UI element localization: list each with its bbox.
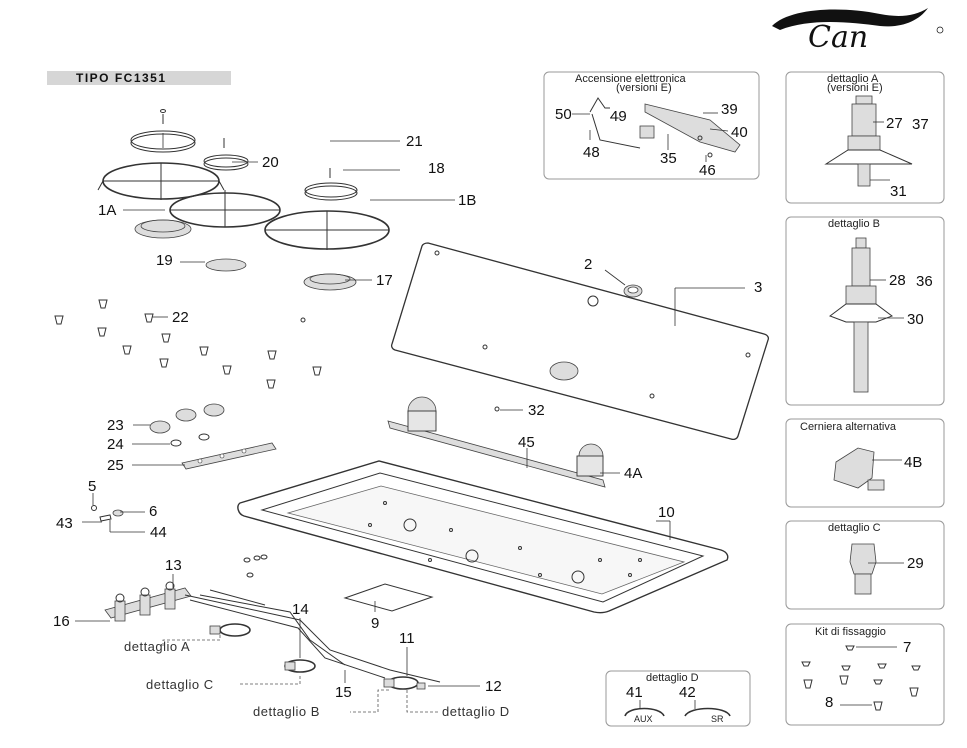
label-22: 22	[172, 309, 189, 326]
label-1B: 1B	[458, 192, 476, 209]
label-14: 14	[292, 601, 309, 618]
detail-c-title: dettaglio C	[828, 522, 881, 534]
ignition-label-49: 49	[610, 108, 627, 125]
label-15: 15	[335, 684, 352, 701]
label-9: 9	[371, 615, 379, 632]
label-10: 10	[658, 504, 675, 521]
detail-a-title-1: dettaglio A	[827, 73, 879, 85]
hinge-alt-box: Cerniera alternativa 4B	[785, 418, 945, 508]
label-23: 23	[107, 417, 124, 434]
ignition-label-48: 48	[583, 144, 600, 161]
label-43: 43	[56, 515, 73, 532]
label-sheet-drawing	[343, 583, 434, 612]
label-44: 44	[150, 524, 167, 541]
detail-a-label-27: 27	[886, 115, 903, 132]
ignition-detail-box: Accensione elettronica (versioni E) 50 4…	[543, 71, 760, 180]
label-20: 20	[262, 154, 279, 171]
burner-assembly-drawing	[97, 109, 390, 291]
detail-link-labels: dettaglio A dettaglio C dettaglio B dett…	[124, 639, 510, 719]
ignition-label-46: 46	[699, 162, 716, 179]
valves-pipes-drawing	[104, 554, 441, 690]
label-5: 5	[88, 478, 96, 495]
label-32: 32	[528, 402, 545, 419]
label-24: 24	[107, 436, 124, 453]
ignition-label-39: 39	[721, 101, 738, 118]
detail-d-label-41: 41	[626, 684, 643, 701]
detail-a-title-2: (versioni E)	[827, 82, 883, 94]
brand-logo-text: Can	[808, 20, 868, 55]
detail-d-label-42: 42	[679, 684, 696, 701]
label-3: 3	[754, 279, 762, 296]
ignition-title-1: Accensione elettronica	[575, 73, 687, 85]
knobs-drawing	[91, 403, 277, 522]
detail-link-d: dettaglio D	[442, 704, 510, 719]
label-1A: 1A	[98, 202, 116, 219]
fixing-kit-label-7: 7	[903, 639, 911, 656]
detail-d-sub-aux: AUX	[634, 714, 653, 724]
detail-c-label-29: 29	[907, 555, 924, 572]
glass-lid-drawing	[390, 242, 770, 441]
label-11: 11	[399, 630, 415, 647]
label-12: 12	[485, 678, 502, 695]
label-2: 2	[584, 256, 592, 273]
nozzles-drawing	[54, 299, 322, 389]
brand-logo: Can	[772, 8, 944, 55]
label-21: 21	[406, 133, 423, 150]
hinge-bar-drawing	[387, 396, 606, 488]
ignition-title-2: (versioni E)	[616, 82, 672, 94]
detail-a-label-31: 31	[890, 183, 907, 200]
ignition-label-35: 35	[660, 150, 677, 167]
label-25: 25	[107, 457, 124, 474]
fixing-kit-box: Kit di fissaggio 7 8	[785, 623, 945, 726]
detail-a-label-37: 37	[912, 116, 929, 133]
label-13: 13	[165, 557, 182, 574]
detail-c-box: dettaglio C 29	[785, 520, 945, 610]
label-19: 19	[156, 252, 173, 269]
detail-link-a: dettaglio A	[124, 639, 190, 654]
label-4A: 4A	[624, 465, 642, 482]
detail-d-title: dettaglio D	[646, 672, 699, 684]
label-17: 17	[376, 272, 393, 289]
label-18: 18	[428, 160, 445, 177]
model-title-text: TIPO FC1351	[76, 71, 167, 85]
label-45: 45	[518, 434, 535, 451]
model-title: TIPO FC1351	[47, 71, 231, 85]
detail-d-sub-sr: SR	[711, 714, 724, 724]
detail-a-box: dettaglio A (versioni E) 27 37 31	[785, 71, 945, 204]
hinge-alt-label-4B: 4B	[904, 454, 922, 471]
detail-b-label-30: 30	[907, 311, 924, 328]
fixing-kit-label-8: 8	[825, 694, 833, 711]
detail-d-box: dettaglio D 41 42 AUX SR	[605, 670, 751, 727]
detail-b-title: dettaglio B	[828, 218, 880, 230]
basin-drawing	[237, 460, 729, 614]
ignition-label-40: 40	[731, 124, 748, 141]
fixing-kit-title: Kit di fissaggio	[815, 626, 886, 638]
detail-link-b: dettaglio B	[253, 704, 320, 719]
detail-b-label-36: 36	[916, 273, 933, 290]
leader-lines	[75, 133, 745, 687]
label-16: 16	[53, 613, 70, 630]
label-6: 6	[149, 503, 157, 520]
detail-link-c: dettaglio C	[146, 677, 214, 692]
detail-callouts	[162, 635, 438, 713]
detail-b-box: dettaglio B 28 36 30	[785, 216, 945, 406]
detail-b-label-28: 28	[889, 272, 906, 289]
hinge-alt-title: Cerniera alternativa	[800, 421, 897, 433]
part-labels: 20 21 18 1A 1B 19 17 22 23 24 25 5 6 43 …	[53, 133, 762, 701]
ignition-label-50: 50	[555, 106, 572, 123]
